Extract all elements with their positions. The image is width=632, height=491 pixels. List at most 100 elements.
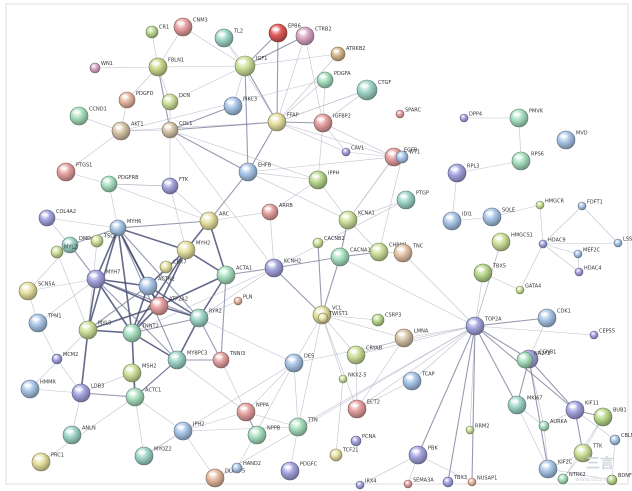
node-sema3a[interactable]: SEMA3A <box>403 478 434 489</box>
node-rrm2[interactable]: RRM2 <box>465 424 489 435</box>
node-hdac9[interactable]: HDAC9 <box>538 238 566 249</box>
node-mki67[interactable]: MKI67 <box>507 396 542 415</box>
node-tcf21[interactable]: TCF21 <box>329 447 359 462</box>
node-mef2c[interactable]: MEF2C <box>573 248 601 259</box>
node-kcnh2[interactable]: KCNH2 <box>264 259 301 278</box>
node-tbx5[interactable]: TBX5 <box>473 264 506 283</box>
node-igf1[interactable]: IGF1 <box>234 55 267 77</box>
node-kif2c[interactable]: KIF2C <box>538 460 573 479</box>
node-cbx7[interactable]: CBX7 <box>159 259 187 274</box>
node-myoz2[interactable]: MYOZ2 <box>134 447 172 466</box>
node-scn5a[interactable]: SCN5A <box>18 282 56 301</box>
node-cbln1[interactable]: CBLN1 <box>609 433 632 446</box>
node-cacnb2[interactable]: CACNB2 <box>312 236 345 249</box>
node-tnnt2[interactable]: TNNT2 <box>122 324 159 343</box>
node-tpm1[interactable]: TPM1 <box>28 314 62 333</box>
node-wn1[interactable]: WN1 <box>89 61 113 74</box>
node-rps6[interactable]: RPS6 <box>511 152 544 171</box>
node-dcn[interactable]: DCN <box>161 93 190 111</box>
node-myl3[interactable]: MYL3 <box>78 321 111 340</box>
node-bub1[interactable]: BUB1 <box>593 408 627 427</box>
node-mybpc3[interactable]: MYBPC3 <box>167 351 208 370</box>
node-gata4[interactable]: GATA4 <box>515 284 541 295</box>
node-ptgp[interactable]: PTGP <box>396 191 429 210</box>
node-hmgcr[interactable]: HMGCR <box>535 199 564 210</box>
node-des[interactable]: DES <box>284 354 314 373</box>
node-tcap[interactable]: TCAP <box>402 372 435 391</box>
node-myl2[interactable]: MYL2 <box>50 244 77 259</box>
node-myh6[interactable]: MYH6 <box>109 219 141 237</box>
node-ffap[interactable]: FFAP <box>267 113 299 132</box>
node-sqle[interactable]: SQLE <box>482 208 515 227</box>
node-fdft1[interactable]: FDFT1 <box>577 200 603 211</box>
node-idi1[interactable]: IDI1 <box>442 212 472 231</box>
node-pmvk[interactable]: PMVK <box>509 109 544 128</box>
node-aurka[interactable]: AURKA <box>538 419 568 432</box>
node-cr1[interactable]: CR1 <box>145 24 169 39</box>
node-cdk1[interactable]: CDK1 <box>537 309 571 328</box>
node-myh7[interactable]: MYH7 <box>86 270 120 289</box>
node-nkx25[interactable]: NKX2-5 <box>338 373 367 384</box>
node-ttn[interactable]: TTN <box>288 418 318 437</box>
node-pdgfrb[interactable]: PDGFRB <box>100 175 139 193</box>
node-ptgs1[interactable]: PTGS1 <box>56 163 92 182</box>
node-pln[interactable]: PLN <box>233 295 253 306</box>
node-nusap1[interactable]: NUSAP1 <box>467 476 497 487</box>
node-ehfb[interactable]: EHFB <box>238 163 272 182</box>
node-arc[interactable]: ARC <box>199 212 230 231</box>
node-actc1[interactable]: ACTC1 <box>125 388 161 407</box>
node-kif11[interactable]: KIF11 <box>565 401 599 420</box>
node-mvd[interactable]: MVD <box>556 131 588 150</box>
node-atp2a2[interactable]: ATP2A2 <box>149 297 188 316</box>
node-anln[interactable]: ANLN <box>62 426 96 445</box>
node-sparc[interactable]: SPARC <box>395 108 422 119</box>
node-nppa[interactable]: NPPA <box>236 403 269 422</box>
node-jph2[interactable]: JPH2 <box>173 422 204 441</box>
node-cryab[interactable]: CRYAB <box>346 346 383 365</box>
node-ipph[interactable]: IPPH <box>308 171 340 190</box>
node-tnc[interactable]: TNC <box>393 244 424 263</box>
node-ctgf[interactable]: CTGF <box>356 79 391 101</box>
node-wt1[interactable]: WT1 <box>395 149 420 164</box>
node-col1[interactable]: COL1 <box>161 121 192 139</box>
node-akt1[interactable]: AKT1 <box>111 122 144 141</box>
node-igfbp2[interactable]: IGFBP2 <box>313 114 351 133</box>
node-cacna1[interactable]: CACNA1 <box>330 248 371 267</box>
node-lss[interactable]: LSS <box>613 237 632 248</box>
node-lmna[interactable]: LMNA <box>394 329 429 348</box>
node-hand2[interactable]: HAND2 <box>231 461 261 474</box>
node-pbk[interactable]: PBK <box>408 446 438 465</box>
node-cep55[interactable]: CEP55 <box>589 329 615 340</box>
node-pdgfa[interactable]: PDGFA <box>316 71 351 89</box>
node-bdnf[interactable]: BDNF <box>606 473 632 486</box>
node-atrkb2[interactable]: ATRKB2 <box>330 46 365 62</box>
node-tnni3[interactable]: TNNI3 <box>212 351 245 369</box>
node-epb6[interactable]: EPB6 <box>268 24 301 43</box>
node-irx4[interactable]: IRX4 <box>355 479 377 490</box>
node-ntrk2[interactable]: NTRK2 <box>557 472 586 485</box>
node-cav1[interactable]: CAV1 <box>341 146 364 157</box>
node-hdac4[interactable]: HDAC4 <box>574 266 602 277</box>
node-twist1[interactable]: TWIST1 <box>317 311 348 324</box>
node-ctrb2[interactable]: CTRB2 <box>295 27 332 46</box>
node-pdgfc[interactable]: PDGFC <box>280 462 318 481</box>
node-ccnd1[interactable]: CCND1 <box>69 107 107 126</box>
node-kcna1[interactable]: KCNA1 <box>338 211 375 230</box>
node-col4a2[interactable]: COL4A2 <box>38 209 76 227</box>
node-csrp3[interactable]: CSRP3 <box>371 312 401 327</box>
node-mcm2[interactable]: MCM2 <box>51 352 78 365</box>
node-ftk[interactable]: FTK <box>161 177 189 195</box>
node-myh2[interactable]: MYH2 <box>176 241 210 260</box>
node-ect2[interactable]: ECT2 <box>347 400 380 419</box>
node-tsc2[interactable]: TSC2 <box>90 233 117 248</box>
node-arrb[interactable]: ARRB <box>261 203 293 221</box>
node-tl2[interactable]: TL2 <box>214 29 243 48</box>
node-ttk[interactable]: TTK <box>573 444 603 463</box>
node-dpp4[interactable]: DPP4 <box>459 112 482 123</box>
node-nr2f2[interactable]: NR2F2 <box>516 351 550 369</box>
node-pcna[interactable]: PCNA <box>350 434 376 447</box>
node-cnm3[interactable]: CNM3 <box>173 18 208 37</box>
node-ryr2[interactable]: RYR2 <box>189 309 222 328</box>
node-ldb3[interactable]: LDB3 <box>71 384 104 403</box>
node-dmd[interactable]: DMD <box>61 236 91 254</box>
